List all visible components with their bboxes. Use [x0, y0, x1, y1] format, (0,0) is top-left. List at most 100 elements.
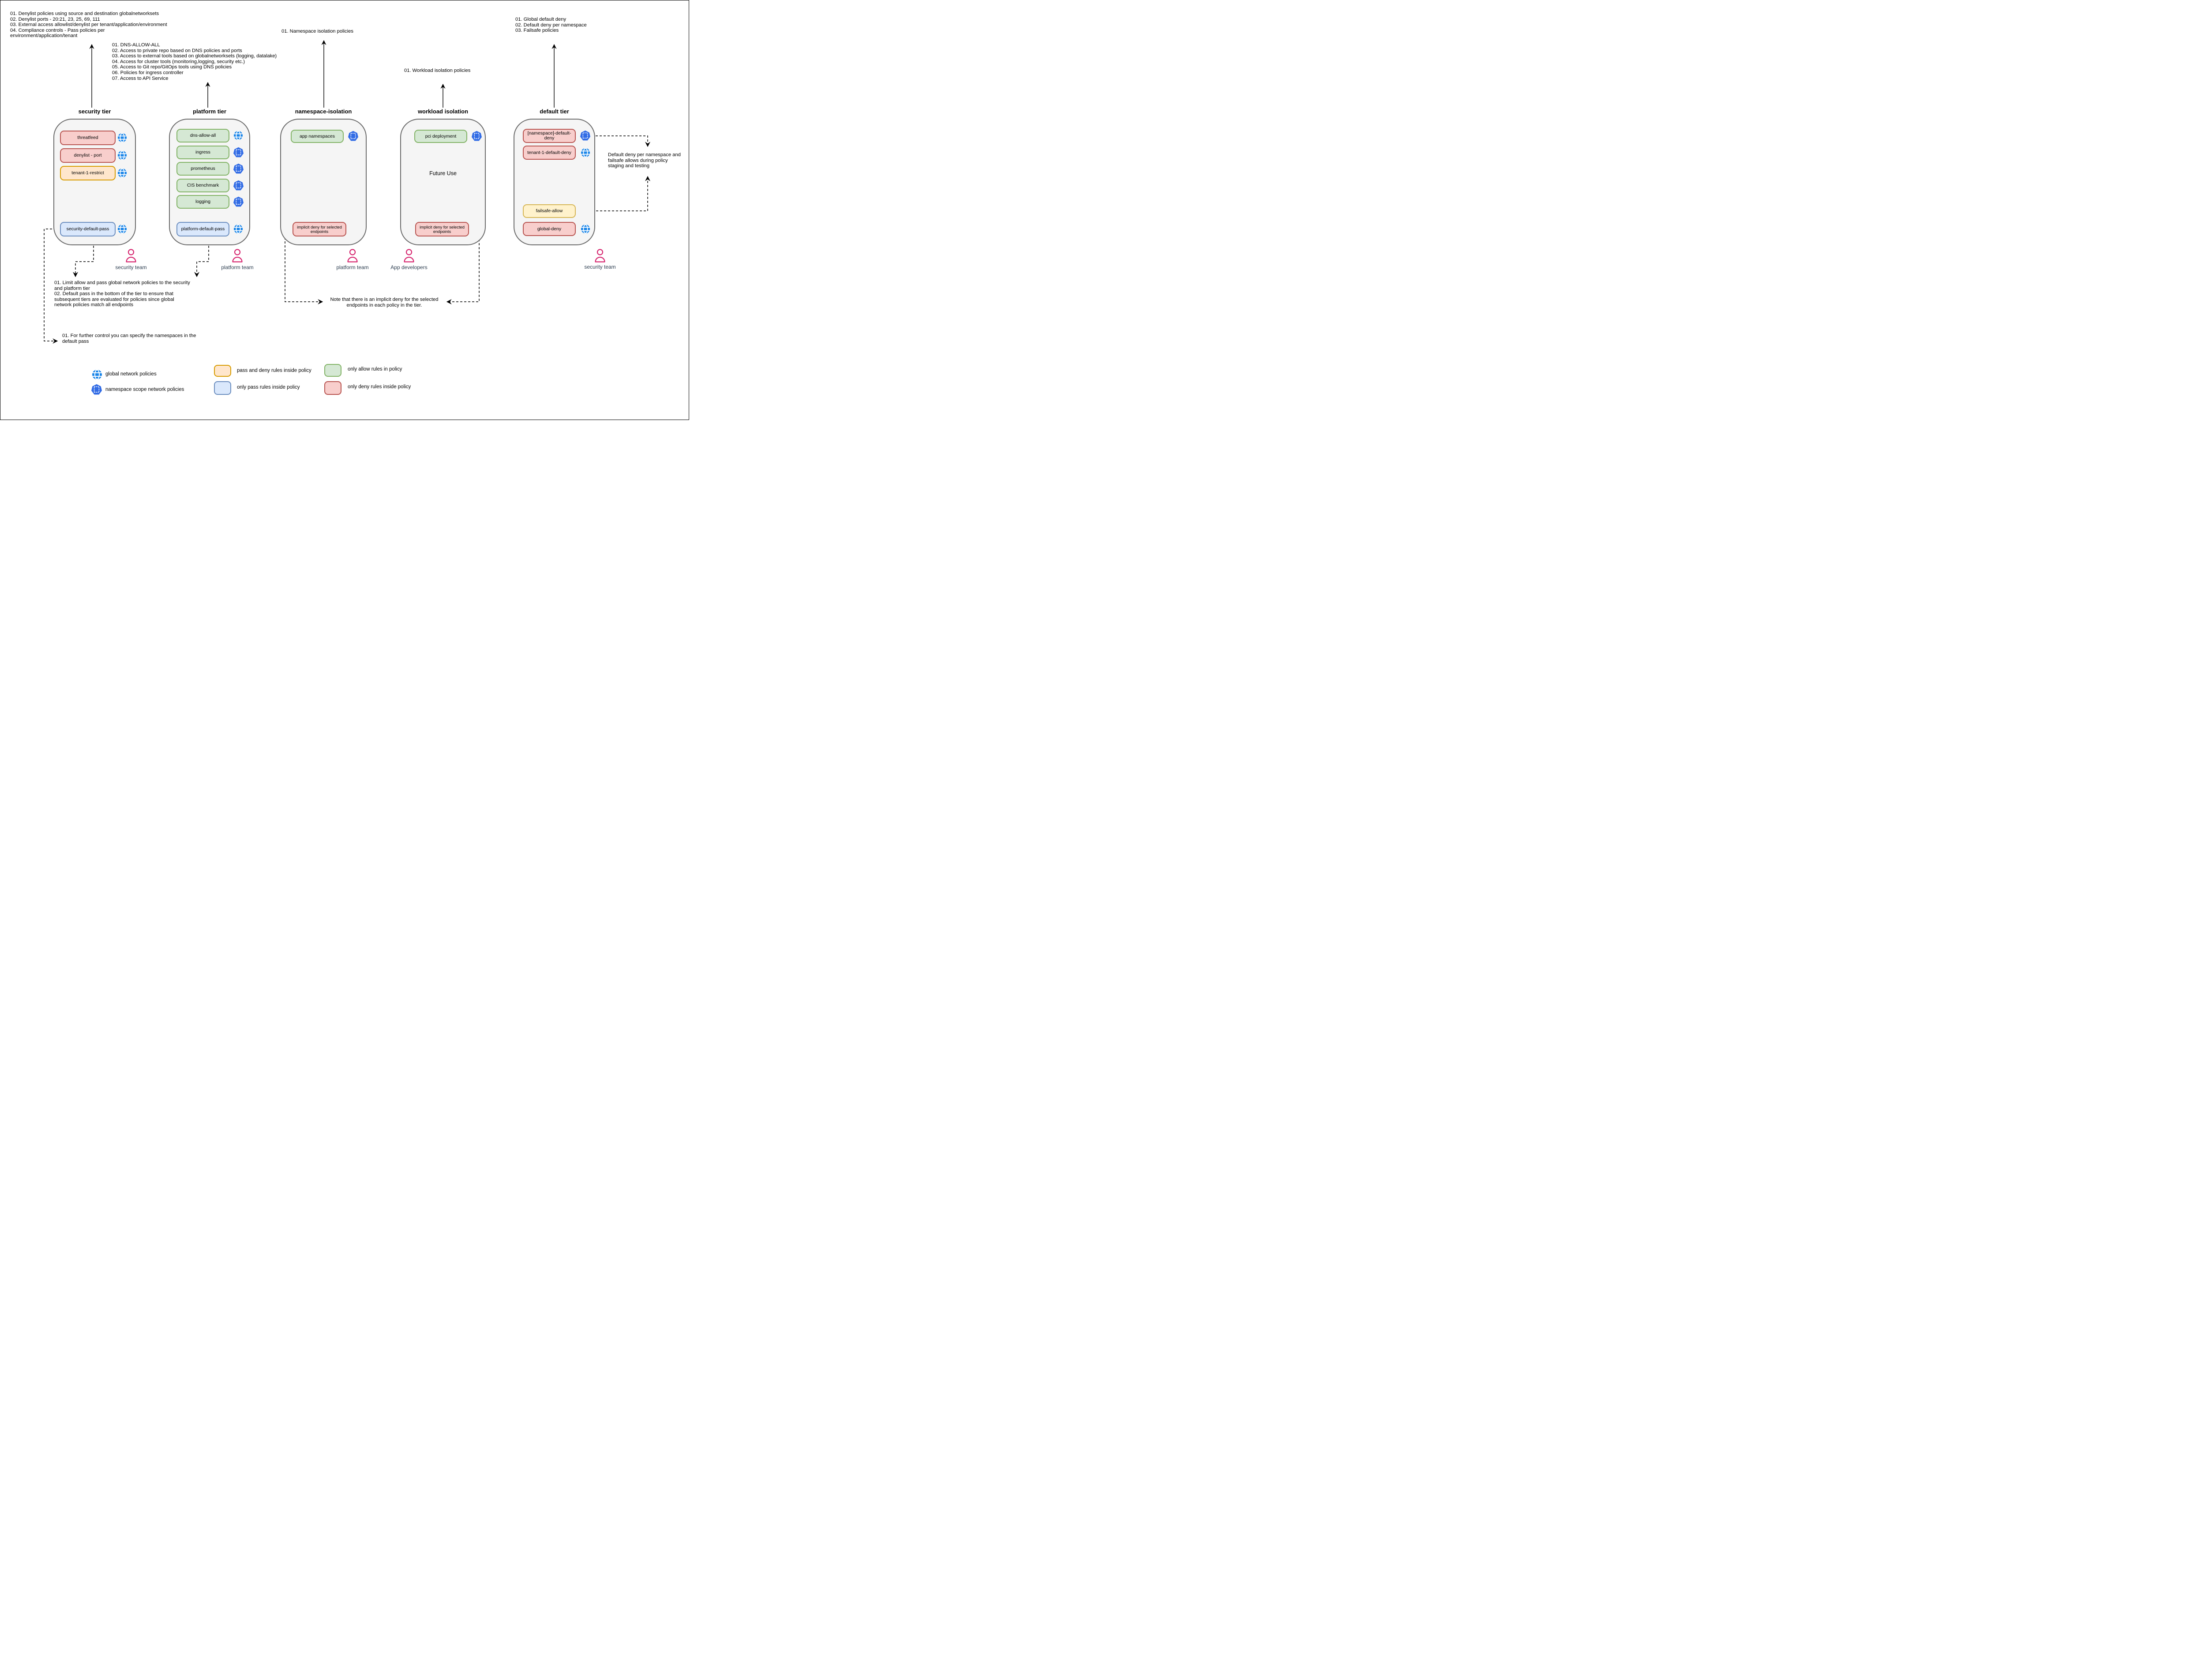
- tier-title-namespace-isolation: namespace-isolation: [295, 108, 352, 115]
- legend-only-pass-label: only pass rules inside policy: [237, 385, 300, 390]
- policy-dns-allow-all: dns-allow-all: [176, 129, 229, 142]
- legend-swatch-pass-and-deny: [214, 365, 231, 377]
- global-network-policy-icon: [233, 131, 243, 140]
- policy-platform-default-pass: platform-default-pass: [176, 222, 229, 236]
- policy-security-default-pass: security-default-pass: [60, 222, 116, 236]
- person-icon: [124, 248, 138, 262]
- note-line: network policies match all endpoints: [54, 302, 134, 308]
- tier-title-platform: platform tier: [193, 108, 226, 115]
- legend-global-network-policies: global network policies: [105, 371, 157, 377]
- note-line: staging and testing: [608, 163, 649, 169]
- namespace-scope-policy-icon: [233, 163, 244, 174]
- note-line: Note that there is an implicit deny for …: [330, 297, 439, 302]
- namespace-scope-policy-icon: [91, 384, 102, 395]
- policy-global-deny: global-deny: [523, 222, 576, 236]
- connector-security-tier-to-limit-note: [73, 246, 94, 278]
- connector-namespace-default-deny-to-note: [592, 135, 650, 147]
- note-line: failsafe allows during policy: [608, 158, 668, 163]
- annotation-line: 01. Workload isolation policies: [404, 68, 471, 73]
- annotation-line: 06. Policies for ingress controller: [112, 70, 184, 75]
- default-tier-annotation: 01. Global default deny 02. Default deny…: [515, 17, 587, 34]
- legend-pass-and-deny-label: pass and deny rules inside policy: [237, 368, 311, 373]
- annotation-line: 03. Failsafe policies: [515, 28, 559, 34]
- policy-denylist-port: denylist - port: [60, 148, 116, 163]
- legend-swatch-only-deny: [324, 381, 341, 395]
- global-network-policy-icon: [92, 369, 102, 380]
- annotation-line: 01. Denylist policies using source and d…: [10, 11, 159, 16]
- annotation-line: 07. Access to API Service: [112, 75, 169, 81]
- global-network-policy-icon: [581, 148, 590, 158]
- person-icon: [402, 248, 416, 262]
- global-network-policy-icon: [117, 150, 127, 160]
- policy-pci-deployment: pci deployment: [414, 130, 467, 143]
- team-label-app-developers: App developers: [390, 264, 428, 270]
- person-icon: [346, 248, 359, 262]
- policy-tenant-1-default-deny: tenant-1-default-deny: [523, 146, 576, 160]
- policy-prometheus: prometheus: [176, 162, 229, 176]
- policy-failsafe-allow: failsafe-allow: [523, 204, 576, 218]
- note-line: Default deny per namespace and: [608, 152, 681, 158]
- future-use-label: Future Use: [429, 170, 457, 176]
- annotation-line: 04. Compliance controls - Pass policies …: [10, 27, 105, 33]
- annotation-line: 01. DNS-ALLOW-ALL: [112, 42, 160, 48]
- note-implicit-deny: Note that there is an implicit deny for …: [319, 297, 450, 308]
- legend-namespace-scope-policies: namespace scope network policies: [105, 387, 184, 392]
- annotation-line: 01. Namespace isolation policies: [281, 29, 353, 34]
- annotation-line: 03. Access to external tools based on gl…: [112, 53, 277, 59]
- team-label-security-1: security team: [115, 264, 147, 270]
- legend-only-deny-label: only deny rules inside policy: [348, 384, 411, 390]
- note-line: 02. Default pass in the bottom of the ti…: [54, 291, 173, 297]
- global-network-policy-icon: [117, 168, 127, 178]
- note-default-deny-failsafe: Default deny per namespace and failsafe …: [608, 152, 681, 169]
- policy-implicit-deny-namespace-isolation: implicit deny for selected endpoints: [293, 222, 346, 236]
- namespace-scope-policy-icon: [233, 180, 244, 191]
- person-icon: [593, 248, 607, 262]
- connector-platform-tier-to-limit-note: [194, 246, 209, 278]
- team-label-security-2: security team: [584, 264, 616, 270]
- legend-swatch-only-allow: [324, 364, 341, 377]
- legend-swatch-only-pass: [214, 381, 231, 395]
- policy-cis-benchmark: CIS benchmark: [176, 179, 229, 192]
- annotation-line: 03. External access allowlist/denylist p…: [10, 22, 167, 28]
- person-icon: [231, 248, 244, 262]
- policy-namespace-default-deny: [namespace]-default-deny: [523, 129, 576, 143]
- tiered-network-policy-diagram: 01. Denylist policies using source and d…: [0, 0, 689, 420]
- policy-tenant-1-restrict: tenant-1-restrict: [60, 166, 116, 180]
- tier-title-workload-isolation: workload isolation: [417, 108, 469, 115]
- global-network-policy-icon: [233, 224, 243, 234]
- policy-threatfeed: threatfeed: [60, 131, 116, 145]
- namespace-scope-policy-icon: [233, 147, 244, 158]
- namespace-scope-policy-icon: [233, 196, 244, 207]
- note-further-control: 01. For further control you can specify …: [62, 333, 196, 344]
- global-network-policy-icon: [581, 224, 590, 234]
- tier-title-default: default tier: [540, 108, 569, 115]
- platform-tier-annotation: 01. DNS-ALLOW-ALL 02. Access to private …: [112, 42, 277, 81]
- policy-implicit-deny-workload-isolation: implicit deny for selected endpoints: [415, 222, 469, 236]
- workload-isolation-annotation: 01. Workload isolation policies: [404, 68, 470, 74]
- policy-logging: logging: [176, 195, 229, 209]
- policy-app-namespaces: app namespaces: [291, 130, 344, 143]
- global-network-policy-icon: [117, 133, 127, 142]
- note-line: 01. Limit allow and pass global network …: [54, 280, 190, 285]
- tier-title-security: security tier: [78, 108, 111, 115]
- note-line: default pass: [62, 338, 89, 344]
- annotation-line: 01. Global default deny: [515, 17, 567, 22]
- namespace-scope-policy-icon: [472, 131, 482, 142]
- annotation-line: 04. Access for cluster tools (monitoring…: [112, 59, 245, 64]
- team-label-platform-2: platform team: [336, 264, 369, 270]
- note-limit-allow-pass: 01. Limit allow and pass global network …: [54, 280, 190, 308]
- policy-ingress: ingress: [176, 146, 229, 159]
- security-tier-annotation: 01. Denylist policies using source and d…: [10, 11, 167, 39]
- annotation-line: 05. Access to Git repo/GitOps tools usin…: [112, 64, 232, 70]
- annotation-line: 02. Default deny per namespace: [515, 22, 587, 28]
- team-label-platform-1: platform team: [221, 264, 254, 270]
- annotation-line: 02. Access to private repo based on DNS …: [112, 48, 242, 53]
- note-line: subsequent tiers are evaluated for polic…: [54, 296, 174, 302]
- note-line: endpoints in each policy in the tier.: [346, 302, 422, 308]
- namespace-isolation-annotation: 01. Namespace isolation policies: [281, 29, 353, 34]
- namespace-scope-policy-icon: [348, 131, 358, 142]
- legend-only-allow-label: only allow rules in policy: [348, 367, 402, 372]
- annotation-line: environment/application/tenant: [10, 33, 78, 39]
- global-network-policy-icon: [117, 224, 127, 234]
- note-line: and platform tier: [54, 285, 90, 291]
